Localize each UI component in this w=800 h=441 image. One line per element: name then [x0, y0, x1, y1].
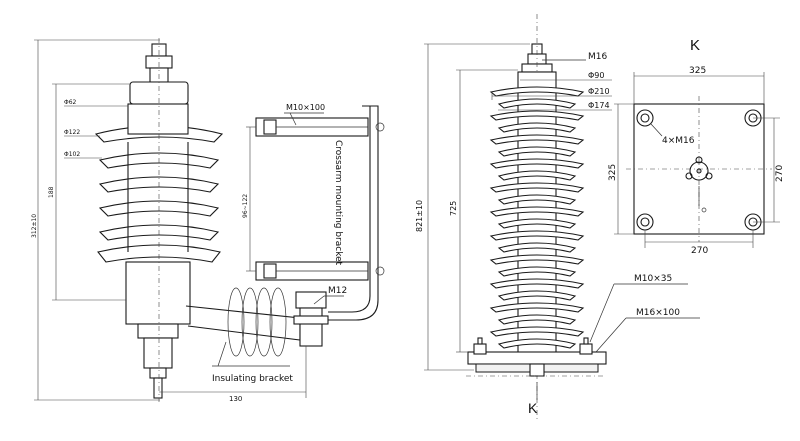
right-shed: [497, 266, 577, 277]
right-shed: [489, 110, 585, 121]
right-shed: [497, 146, 577, 157]
right-shed: [497, 242, 577, 253]
right-shed: [489, 182, 585, 193]
base-hole-bl: [636, 213, 654, 231]
base-pitch-x: 270: [691, 246, 708, 256]
right-height-total: 821±10: [415, 200, 424, 232]
right-shed: [489, 158, 585, 169]
right-bolt-m10: M10×35: [634, 274, 672, 284]
right-base-bolt-right: [579, 343, 593, 355]
crossarm-bracket-frame: [328, 105, 379, 321]
right-shed: [489, 278, 585, 289]
right-bottom-terminal: [529, 363, 545, 377]
right-shed: [497, 218, 577, 229]
left-arrester-view: 96~122 Crossarm mounting bracket M10×100…: [31, 38, 385, 403]
right-shed: [497, 194, 577, 205]
left-bottom-stud: [153, 377, 163, 399]
right-dia-90: Φ90: [588, 71, 604, 80]
left-height-total: 312±10: [31, 214, 38, 238]
right-shed: [489, 254, 585, 265]
right-arrester-view: K M16 Φ90 Φ210 Φ174 821±10 725 M10×35 M1…: [415, 14, 700, 420]
left-width-130: 130: [229, 395, 242, 403]
section-mark-bottom: K: [528, 400, 538, 416]
bracket-size-label: M10×100: [286, 103, 325, 112]
left-bolt-head: [295, 291, 327, 309]
left-shed-6: [97, 244, 221, 263]
base-hole-label: 4×M16: [662, 136, 695, 146]
base-hole-tl: [636, 109, 654, 127]
right-shed: [497, 98, 577, 109]
right-shed: [497, 122, 577, 133]
insulating-coil: [227, 287, 287, 357]
base-height-325: 325: [608, 164, 618, 181]
base-centre-terminal: [685, 156, 713, 181]
right-height-body: 725: [449, 201, 458, 216]
bracket-gap-label: 96~122: [242, 194, 249, 218]
left-dia-62: Φ62: [64, 99, 77, 106]
left-dia-102: Φ102: [64, 151, 80, 158]
lower-bolt: [263, 263, 277, 279]
base-pitch-y: 270: [775, 165, 785, 182]
right-base-bolt-left: [473, 343, 487, 355]
right-top-bolt-label: M16: [588, 52, 607, 62]
right-shed: [497, 314, 577, 325]
left-bolt-washer: [293, 315, 329, 325]
left-body-top: [127, 103, 189, 135]
right-shed: [489, 206, 585, 217]
right-shed: [497, 170, 577, 181]
right-shed: [489, 326, 585, 337]
left-dia-122: Φ122: [64, 129, 80, 136]
left-bottom-nut: [149, 367, 167, 379]
insulating-bracket-label: Insulating bracket: [212, 374, 293, 384]
left-bottom-flange: [137, 323, 179, 339]
upper-bolt: [263, 119, 277, 135]
left-bolt-body: [299, 307, 323, 347]
right-dia-210: Φ210: [588, 87, 610, 96]
right-sheds: [489, 86, 585, 349]
m12-label: M12: [328, 286, 347, 296]
left-body-lower: [125, 261, 191, 325]
right-dia-174: Φ174: [588, 101, 610, 110]
insulating-bracket-arm: [185, 305, 301, 341]
right-shed: [489, 302, 585, 313]
right-bolt-m16: M16×100: [636, 308, 680, 318]
base-width-325: 325: [689, 66, 706, 76]
right-shed: [489, 134, 585, 145]
right-shed: [489, 230, 585, 241]
base-section-mark: K: [690, 37, 700, 54]
right-shed: [497, 290, 577, 301]
crossarm-bracket-label: Crossarm mounting bracket: [333, 140, 343, 266]
left-bottom-stem: [143, 337, 173, 369]
right-body: [517, 71, 557, 363]
right-shed: [497, 338, 577, 349]
base-view: K 4×M16 325 325: [608, 37, 785, 256]
left-height-body: 188: [48, 186, 55, 198]
